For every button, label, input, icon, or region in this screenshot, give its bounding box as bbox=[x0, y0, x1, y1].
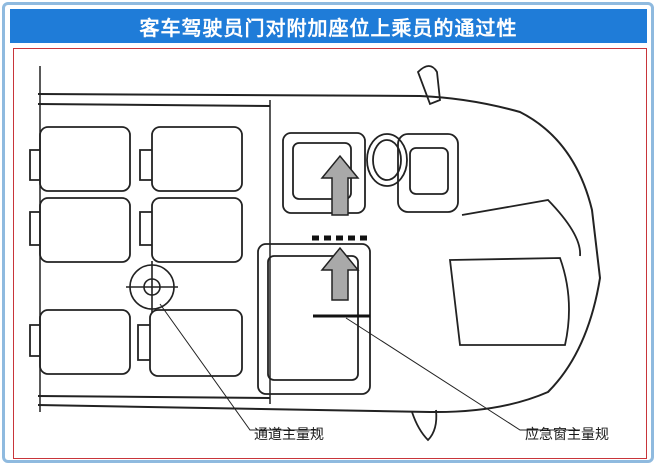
front-seats bbox=[257, 132, 581, 395]
diagram-area bbox=[13, 48, 647, 459]
seat bbox=[39, 309, 131, 375]
window-gauge-leader bbox=[345, 317, 580, 431]
steering-wheel bbox=[366, 133, 408, 187]
seat bbox=[39, 126, 131, 192]
bus-inner-wall bbox=[37, 103, 271, 399]
seat bbox=[151, 197, 243, 263]
additional-seat bbox=[257, 243, 371, 395]
bus-body-outline bbox=[37, 93, 602, 414]
aisle-gauge-leader bbox=[159, 303, 320, 431]
passage-arrows bbox=[320, 154, 360, 301]
arrow-upper bbox=[320, 154, 360, 216]
mirror-top bbox=[416, 65, 441, 106]
aisle-gauge-symbol bbox=[126, 261, 178, 313]
driver-seat bbox=[397, 133, 459, 213]
emergency-window-gauge-label: 应急窗主量规 bbox=[525, 427, 609, 443]
seat bbox=[151, 126, 243, 192]
mirror-bottom bbox=[411, 409, 438, 442]
co-driver-seat bbox=[282, 132, 366, 214]
arrow-lower bbox=[320, 246, 360, 301]
aisle-gauge-label: 通道主量规 bbox=[254, 427, 324, 443]
page-title: 客车驾驶员门对附加座位上乘员的通过性 bbox=[10, 9, 647, 43]
seat bbox=[39, 197, 131, 263]
seat bbox=[149, 309, 243, 377]
passenger-seats bbox=[29, 126, 243, 377]
